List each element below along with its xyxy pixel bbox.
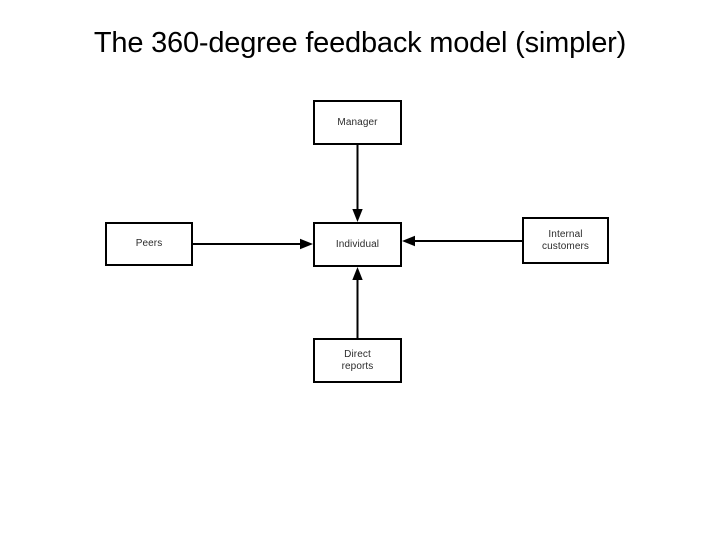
node-individual[interactable]: Individual: [313, 222, 402, 267]
node-peers-label: Peers: [135, 238, 163, 249]
node-manager-label: Manager: [337, 116, 378, 128]
page-title: The 360-degree feedback model (simpler): [93, 27, 627, 59]
node-direct-reports-label: Direct reports: [341, 348, 374, 372]
connector-direct-reports-to-individual: [352, 267, 363, 338]
node-manager[interactable]: Manager: [313, 100, 402, 145]
connector-peers-to-individual: [193, 238, 313, 250]
node-internal-customers[interactable]: Internal customers: [522, 217, 609, 264]
node-direct-reports[interactable]: Direct reports: [313, 338, 402, 383]
connector-manager-to-individual: [352, 145, 363, 222]
node-internal-customers-label: Internal customers: [541, 228, 590, 252]
node-individual-label: Individual: [335, 238, 380, 250]
connector-internal-customers-to-individual: [402, 235, 522, 247]
node-peers[interactable]: Peers: [105, 222, 193, 266]
